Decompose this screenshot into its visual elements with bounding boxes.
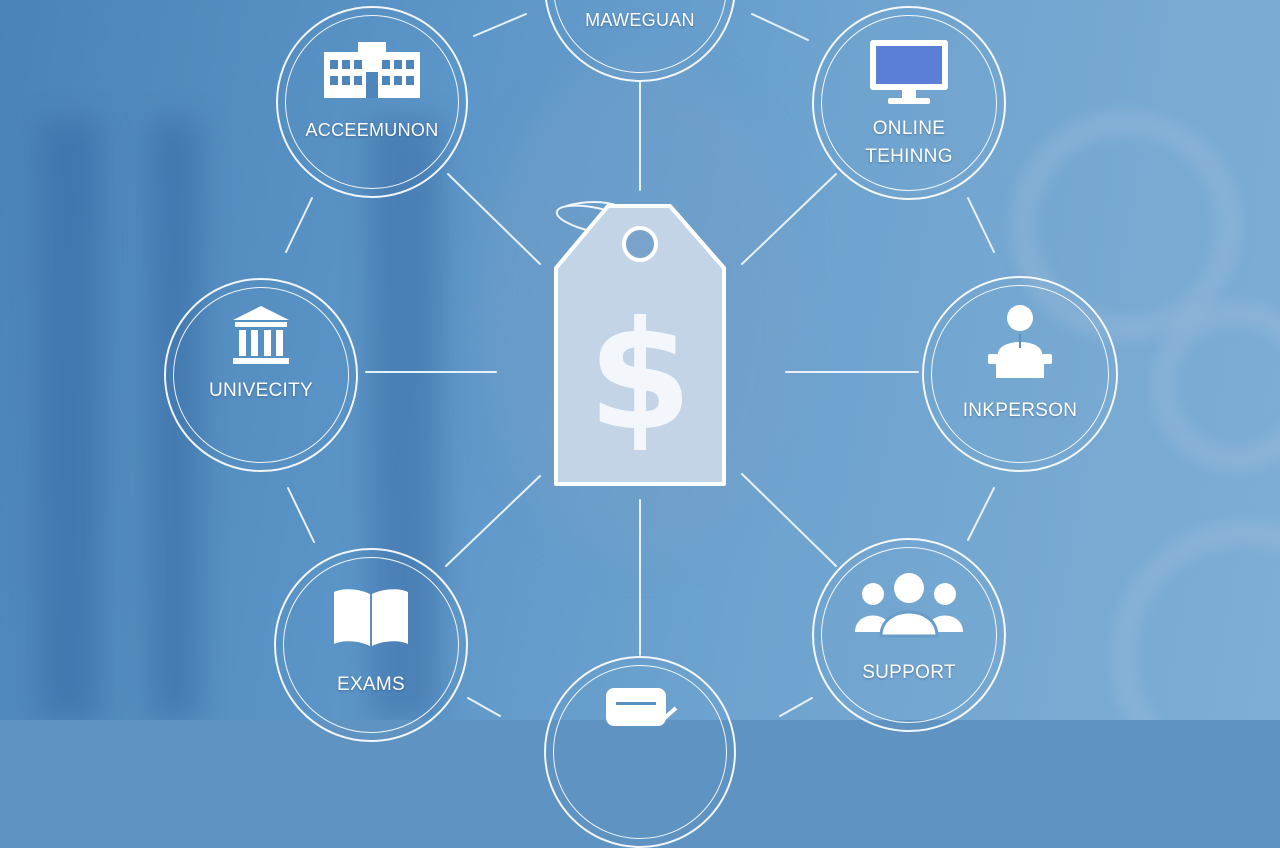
price-tag-icon: $	[548, 198, 738, 503]
node-bottom[interactable]	[544, 656, 736, 848]
node-inperson[interactable]: INKPERSON	[922, 276, 1118, 472]
node-accreditation[interactable]: ACCEEMUNON	[276, 6, 468, 198]
bg-pillar	[40, 120, 100, 720]
node-support-label: SUPPORT	[862, 662, 956, 683]
node-support[interactable]: SUPPORT	[812, 538, 1006, 732]
node-accreditation-label: ACCEEMUNON	[305, 120, 439, 140]
building-icon	[320, 38, 424, 105]
node-exams[interactable]: EXAMS	[274, 548, 468, 742]
connector-lines	[285, 13, 995, 717]
book-icon	[330, 586, 412, 655]
document-icon	[600, 686, 680, 731]
node-inperson-label: INKPERSON	[962, 400, 1078, 421]
node-top-label: MAWEGUAN	[585, 10, 695, 30]
dollar-sign: $	[588, 290, 692, 464]
node-university-label: UNIVECITY	[208, 380, 314, 401]
university-icon	[231, 304, 291, 371]
presenter-icon	[980, 302, 1060, 387]
node-exams-label: EXAMS	[336, 674, 406, 695]
node-university[interactable]: UNIVECITY	[164, 278, 358, 472]
node-online-label-2: TEHINNG	[865, 146, 953, 167]
people-icon	[853, 570, 965, 647]
monitor-icon	[866, 38, 952, 113]
node-online-label-1: ONLINE	[872, 118, 946, 139]
node-online[interactable]: ONLINE TEHINNG	[812, 6, 1006, 200]
